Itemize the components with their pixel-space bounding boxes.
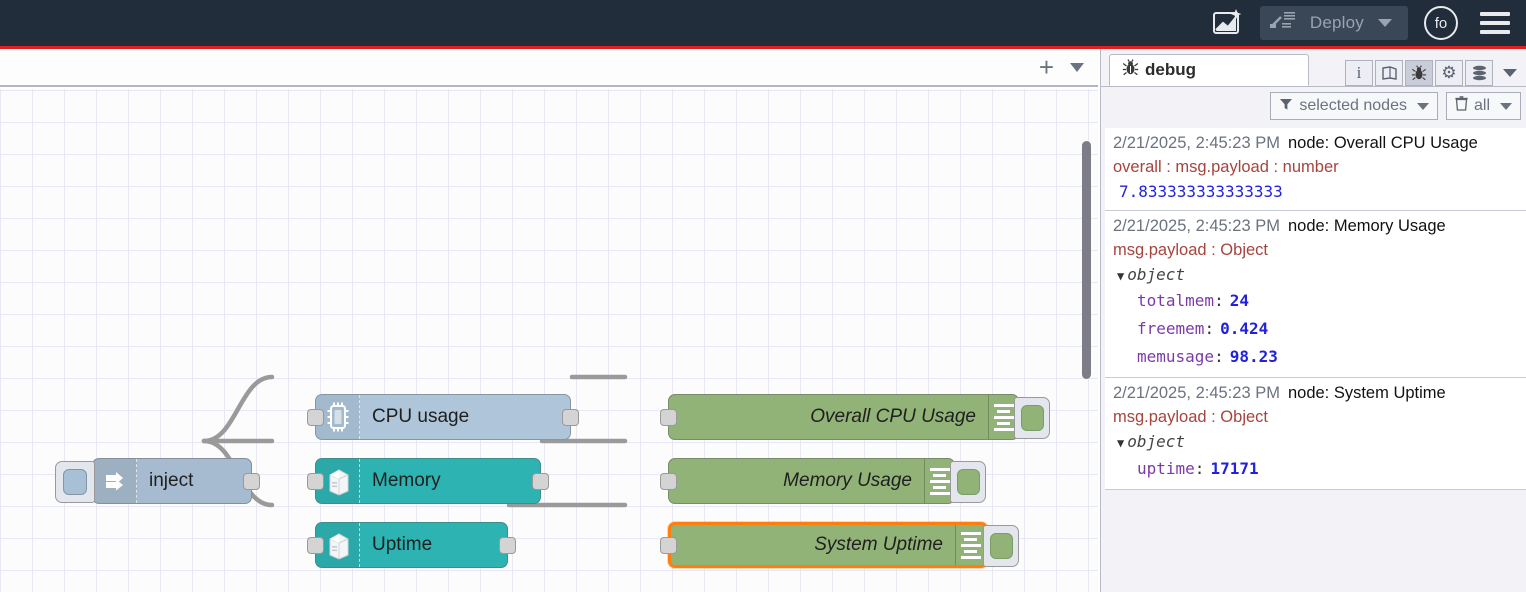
- node-label: Overall CPU Usage: [810, 406, 976, 427]
- node-label: CPU usage: [372, 406, 470, 427]
- gear-icon[interactable]: ⚙: [1435, 60, 1463, 86]
- debug-object-key: memusage: [1137, 347, 1215, 367]
- debug-message-topic: msg.payload : Object: [1113, 408, 1268, 427]
- debug-object-row: uptime:17171: [1137, 459, 1259, 479]
- flow-tabbar: +: [0, 49, 1098, 87]
- debug-message-timestamp: 2/21/2025, 2:45:23 PM: [1113, 134, 1280, 152]
- node-input-port[interactable]: [660, 537, 677, 554]
- chevron-down-icon[interactable]: [1378, 19, 1392, 27]
- node-input-port[interactable]: [307, 409, 324, 426]
- tab-debug[interactable]: debug: [1109, 54, 1309, 86]
- inject-arrow-icon: [93, 459, 137, 503]
- node-output-port[interactable]: [499, 537, 516, 554]
- hamburger-menu-icon[interactable]: [1480, 7, 1510, 39]
- sidebar-tool-icons: i: [1345, 60, 1526, 86]
- debug-object-key: freemem: [1137, 319, 1205, 339]
- debug-object-key: totalmem: [1137, 291, 1215, 311]
- user-avatar[interactable]: fo: [1424, 6, 1458, 40]
- debug-toggle-button[interactable]: [1014, 397, 1050, 439]
- node-label: Memory Usage: [783, 470, 912, 491]
- deploy-button-label: Deploy: [1309, 13, 1364, 32]
- filter-funnel-icon: [1279, 97, 1293, 116]
- debug-lines-icon: [924, 459, 954, 503]
- node-output-port[interactable]: [562, 409, 579, 426]
- debug-object-root[interactable]: ▼object: [1113, 263, 1521, 288]
- debug-clear-label: all: [1473, 97, 1490, 114]
- debug-message-topic: msg.payload : Object: [1113, 240, 1268, 259]
- deploy-status-bar: [0, 46, 1526, 49]
- debug-object-row: memusage:98.23: [1137, 347, 1278, 367]
- debug-message-list[interactable]: 2/21/2025, 2:45:23 PM node: Overall CPU U…: [1105, 128, 1526, 588]
- debug-message[interactable]: 2/21/2025, 2:45:23 PM node: Overall CPU U…: [1105, 128, 1526, 211]
- debug-toggle-button[interactable]: [983, 525, 1019, 567]
- node-input-port[interactable]: [307, 537, 324, 554]
- sidebar-panel: debug i: [1100, 49, 1526, 592]
- debug-object-root[interactable]: ▼object: [1113, 430, 1521, 455]
- sidebar-tab-row: debug i: [1101, 53, 1526, 87]
- debug-node-filter-label: selected nodes: [1299, 97, 1407, 114]
- debug-object-value: 98.23: [1229, 347, 1278, 367]
- flow-wires: [201, 374, 628, 508]
- debug-message[interactable]: 2/21/2025, 2:45:23 PM node: System Uptime…: [1105, 378, 1526, 491]
- debug-object-row: freemem:0.424: [1137, 319, 1269, 339]
- context-stack-icon[interactable]: [1465, 60, 1493, 86]
- server-tower-icon: [316, 459, 360, 503]
- caret-down-icon[interactable]: ▼: [1117, 436, 1125, 451]
- deploy-flow-icon: [1269, 10, 1300, 37]
- bug-icon[interactable]: [1405, 60, 1433, 86]
- debug-message-topic: overall : msg.payload : number: [1113, 157, 1339, 176]
- info-icon[interactable]: i: [1345, 60, 1373, 86]
- add-flow-button[interactable]: +: [1038, 52, 1054, 82]
- inject-trigger-button[interactable]: [55, 461, 95, 503]
- deploy-button[interactable]: Deploy: [1259, 6, 1408, 40]
- node-input-port[interactable]: [660, 409, 677, 426]
- debug-lines-icon: [988, 395, 1018, 439]
- trash-icon: [1455, 96, 1468, 116]
- flow-list-chevron-down-icon[interactable]: [1070, 62, 1084, 72]
- flow-canvas[interactable]: inject: [0, 89, 1098, 592]
- debug-filter-row: selected nodes all: [1101, 88, 1526, 124]
- node-label: Memory: [372, 470, 441, 491]
- debug-lines-icon: [955, 525, 985, 565]
- debug-message-source[interactable]: node: Memory Usage: [1287, 216, 1446, 235]
- debug-object-value: 24: [1229, 291, 1249, 311]
- node-output-port[interactable]: [532, 473, 549, 490]
- debug-message-value: 7.833333333333333: [1119, 181, 1283, 201]
- debug-object-value: 0.424: [1220, 319, 1269, 339]
- debug-message-timestamp: 2/21/2025, 2:45:23 PM: [1113, 216, 1280, 235]
- canvas-vertical-scrollbar[interactable]: [1082, 141, 1091, 379]
- bug-icon: [1122, 59, 1139, 81]
- node-input-port[interactable]: [660, 473, 677, 490]
- debug-node-filter-button[interactable]: selected nodes: [1270, 92, 1438, 120]
- debug-clear-button[interactable]: all: [1445, 92, 1521, 120]
- debug-message-timestamp: 2/21/2025, 2:45:23 PM: [1113, 384, 1280, 403]
- node-label: inject: [149, 470, 194, 491]
- node-output-port[interactable]: [243, 473, 260, 490]
- book-help-icon[interactable]: [1375, 60, 1403, 86]
- flow-workspace: +: [0, 49, 1098, 592]
- node-input-port[interactable]: [307, 473, 324, 490]
- debug-object-value: 17171: [1210, 459, 1259, 479]
- node-label: System Uptime: [814, 534, 943, 555]
- debug-object-row: totalmem:24: [1137, 291, 1249, 311]
- debug-toggle-button[interactable]: [950, 461, 986, 503]
- app-header: Deploy fo: [0, 0, 1526, 46]
- ai-flow-generate-icon[interactable]: [1206, 3, 1246, 43]
- sidebar-more-chevron-down-icon[interactable]: [1503, 69, 1517, 77]
- debug-object-root-label: object: [1127, 432, 1186, 452]
- tab-debug-label: debug: [1145, 60, 1196, 79]
- node-label: Uptime: [372, 534, 433, 555]
- debug-object-root-label: object: [1127, 264, 1186, 284]
- debug-message-source[interactable]: node: Overall CPU Usage: [1287, 134, 1478, 152]
- caret-down-icon[interactable]: ▼: [1117, 268, 1125, 283]
- chevron-down-icon: [1416, 102, 1429, 110]
- chevron-down-icon: [1500, 102, 1512, 110]
- debug-object-key: uptime: [1137, 459, 1195, 479]
- debug-message-source[interactable]: node: System Uptime: [1287, 384, 1446, 403]
